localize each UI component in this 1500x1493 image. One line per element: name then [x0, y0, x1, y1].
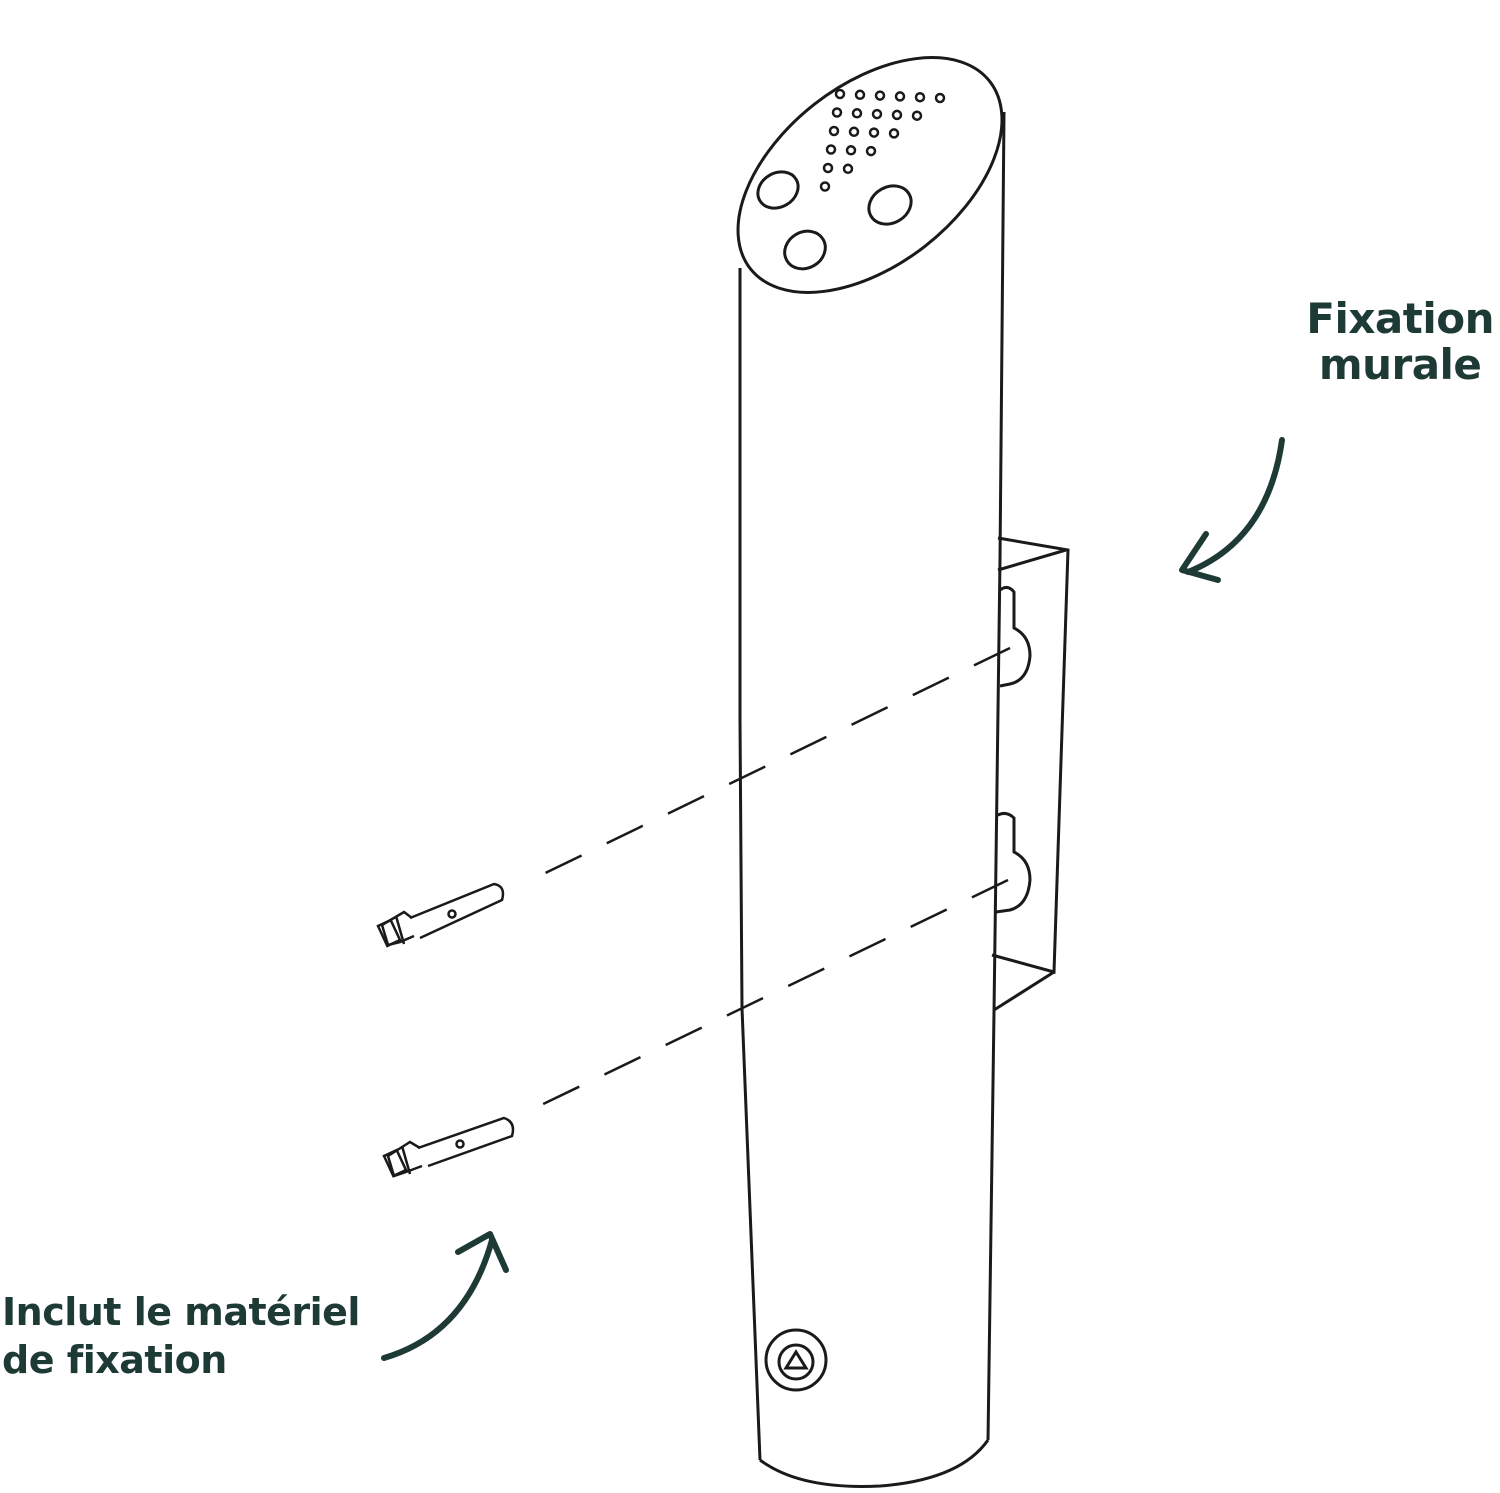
- cigarette-hole-right: [867, 184, 913, 226]
- perforation-dot: [911, 110, 923, 121]
- wall-bracket: [991, 536, 1070, 1012]
- cigarette-hole-left: [756, 170, 800, 210]
- perforation-dot: [891, 109, 903, 121]
- wall-mount-label: Fixation murale: [1306, 296, 1494, 388]
- alignment-line-lower: [534, 878, 1009, 1110]
- anchor-bolt-lower: [382, 1116, 515, 1178]
- hardware-label-line1: Inclut le matériel: [2, 1290, 360, 1334]
- perforation-dot: [934, 92, 946, 104]
- curved-arrow-icon: [381, 1231, 509, 1361]
- hardware-label-line2: de fixation: [2, 1338, 227, 1382]
- perforation-dot: [828, 125, 840, 137]
- perforation-dot: [874, 90, 886, 101]
- cigarette-holes: [756, 170, 913, 271]
- perforation-dot: [822, 162, 834, 174]
- ashtray-tube: [736, 56, 1006, 1488]
- triangle-lock-icon: [764, 1328, 828, 1392]
- hardware-included-label: Inclut le matériel de fixation: [2, 1288, 360, 1384]
- tube-top: [736, 56, 1004, 294]
- perforation-dot: [888, 128, 900, 139]
- perforation-dot: [845, 145, 857, 156]
- wall-mount-label-line1: Fixation: [1306, 294, 1494, 343]
- perforation-dot: [825, 144, 837, 155]
- perforation-dot: [842, 163, 854, 175]
- perforation-dot: [871, 108, 883, 120]
- perforation-dot: [914, 91, 926, 103]
- wall-mount-label-line2: murale: [1318, 340, 1482, 389]
- perforation-dot: [854, 89, 866, 101]
- perforation-dot: [848, 126, 860, 138]
- curved-arrow-icon: [1179, 437, 1285, 583]
- alignment-line-upper: [534, 646, 1011, 880]
- perforation-dot: [831, 107, 843, 118]
- perforated-triangle-dots-icon: [819, 88, 946, 192]
- cigarette-hole-bottom: [783, 229, 827, 271]
- perforation-dot: [865, 145, 877, 157]
- alignment-lines: [534, 646, 1011, 1110]
- perforation-dot: [834, 88, 846, 100]
- hardware-arrow: [381, 1237, 495, 1361]
- keyhole-slot-upper: [999, 585, 1032, 688]
- anchor-bolt-upper: [376, 882, 505, 948]
- perforation-dot: [868, 127, 880, 138]
- perforation-dot: [819, 181, 831, 192]
- perforation-dot: [851, 108, 863, 119]
- perforation-dot: [894, 91, 906, 102]
- wall-mount-arrow: [1185, 437, 1285, 575]
- keyhole-slot-lower: [995, 811, 1032, 914]
